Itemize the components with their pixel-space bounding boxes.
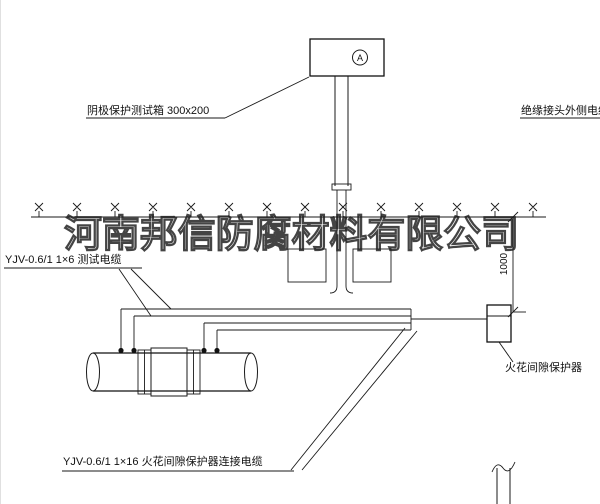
pipe-break-symbol <box>491 461 516 504</box>
concrete-foundation-right <box>352 248 392 283</box>
ground-hatch-marks <box>34 202 538 217</box>
bottom-label-leaders <box>290 327 418 471</box>
annotation-spark-cable: YJV-0.6/1 1×16 火花间隙保护器连接电缆 <box>62 454 294 472</box>
cable-bundle-horizontal <box>121 308 412 331</box>
company-watermark: 河南邦信防腐材料有限公司 <box>64 211 519 256</box>
pipeline-assembly <box>86 347 258 397</box>
riser-conduit <box>329 76 354 294</box>
dimension-line-1000: 1000 <box>499 211 526 318</box>
spark-gap-protector-label: 火花间隙保护器 <box>505 360 582 374</box>
insulating-joint <box>150 347 188 397</box>
cable-runs <box>120 308 487 471</box>
annotation-test-cable: YJV-0.6/1 1×6 测试电缆 <box>4 253 172 317</box>
test-box-outline <box>309 38 385 77</box>
cable-lug-4 <box>214 347 220 354</box>
dimension-value: 1000 <box>499 252 510 275</box>
test-box-label-leader <box>224 76 310 119</box>
test-cable-leaders <box>118 268 172 317</box>
pipe-end-right <box>244 352 258 392</box>
protector-leader <box>498 341 514 363</box>
cable-hooks <box>329 250 354 294</box>
cable-drops-to-pipe <box>120 309 218 351</box>
annotation-outer-cable: 绝缘接头外侧电缆 <box>520 103 600 119</box>
cable-lug-2 <box>131 347 137 354</box>
concrete-foundation-left <box>287 248 327 283</box>
conduit-upper <box>334 76 349 186</box>
test-box-label: 阴极保护测试箱 300x200 <box>87 103 209 117</box>
spark-cable-label: YJV-0.6/1 1×16 火花间隙保护器连接电缆 <box>63 454 263 468</box>
pipe-end-left <box>86 352 100 392</box>
cathodic-test-box: A <box>309 38 385 77</box>
pipe-body <box>93 352 251 392</box>
break-symbol-lines <box>496 468 511 504</box>
ground-surface <box>31 202 546 218</box>
conduit-coupler <box>331 183 352 191</box>
cable-lug-1 <box>118 347 124 354</box>
ammeter-symbol <box>352 49 368 66</box>
cable-lug-3 <box>201 347 207 354</box>
ammeter-letter: A <box>357 53 363 63</box>
concrete-foundations <box>287 248 392 283</box>
spark-gap-protector-box <box>486 304 512 343</box>
test-cable-label: YJV-0.6/1 1×6 测试电缆 <box>5 253 121 266</box>
break-symbol-wave <box>491 461 516 473</box>
spark-gap-protector: 火花间隙保护器 <box>486 304 582 374</box>
outer-cable-label: 绝缘接头外侧电缆 <box>521 103 600 117</box>
conduit-lower <box>336 190 347 250</box>
annotation-test-box: 阴极保护测试箱 300x200 <box>86 76 310 119</box>
